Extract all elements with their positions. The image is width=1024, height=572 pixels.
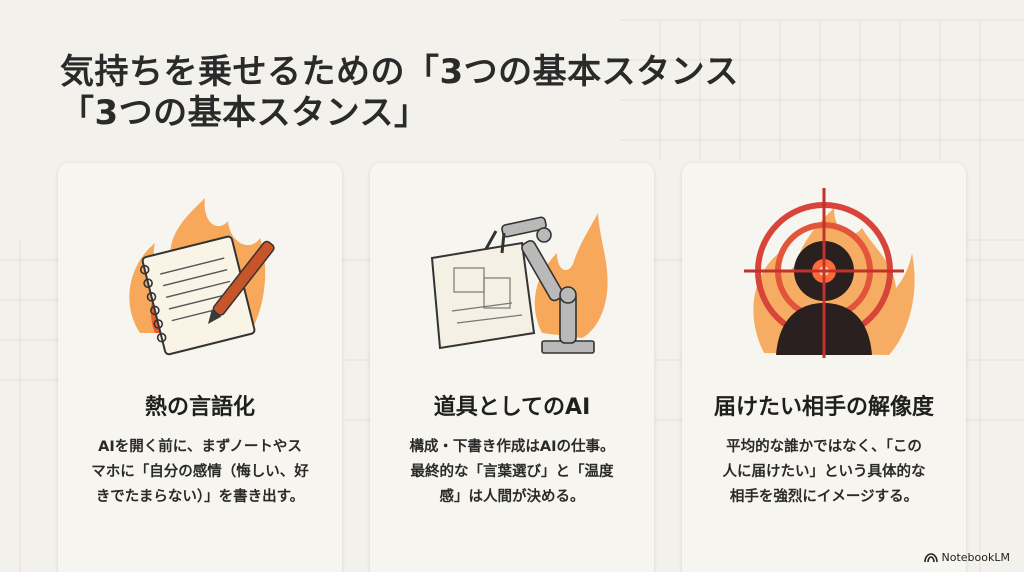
- brand-name: NotebookLM: [941, 551, 1010, 564]
- card-target-resolution: 届けたい相手の解像度 平均的な誰かではなく、「この 人に届けたい」という具体的な…: [682, 163, 966, 572]
- page-title: 気持ちを乗せるための「3つの基本スタンス 「3つの基本スタンス」: [60, 52, 739, 134]
- card-description: AIを開く前に、まずノートやス マホに「自分の感情（悔しい、好 きでたまらない）…: [91, 439, 309, 505]
- card-description: 構成・下書き作成はAIの仕事。 最終的な「言葉選び」と「温度 感」は人間が決める…: [409, 439, 615, 505]
- card-ai-as-tool: 道具としてのAI 構成・下書き作成はAIの仕事。 最終的な「言葉選び」と「温度 …: [370, 163, 654, 572]
- card-heat-verbalization: 熱の言語化 AIを開く前に、まずノートやス マホに「自分の感情（悔しい、好 きで…: [58, 163, 342, 572]
- card-heading: 熱の言語化: [127, 385, 273, 425]
- card-description: 平均的な誰かではなく、「この 人に届けたい」という具体的な 相手を強烈にイメージ…: [722, 439, 926, 505]
- page-title-line-2: 「3つの基本スタンス」: [60, 92, 429, 133]
- page-title-line-1: 気持ちを乗せるための「3つの基本スタンス: [60, 52, 739, 92]
- notebooklm-logo-icon: [923, 552, 938, 562]
- robot-arm-blueprint-icon: [430, 213, 608, 354]
- card-heading: 届けたい相手の解像度: [696, 385, 952, 425]
- burning-notebook-icon: [129, 198, 275, 356]
- brand-watermark: NotebookLM: [923, 551, 1010, 564]
- target-person-icon: [744, 188, 915, 358]
- card-heading: 道具としてのAI: [416, 385, 609, 425]
